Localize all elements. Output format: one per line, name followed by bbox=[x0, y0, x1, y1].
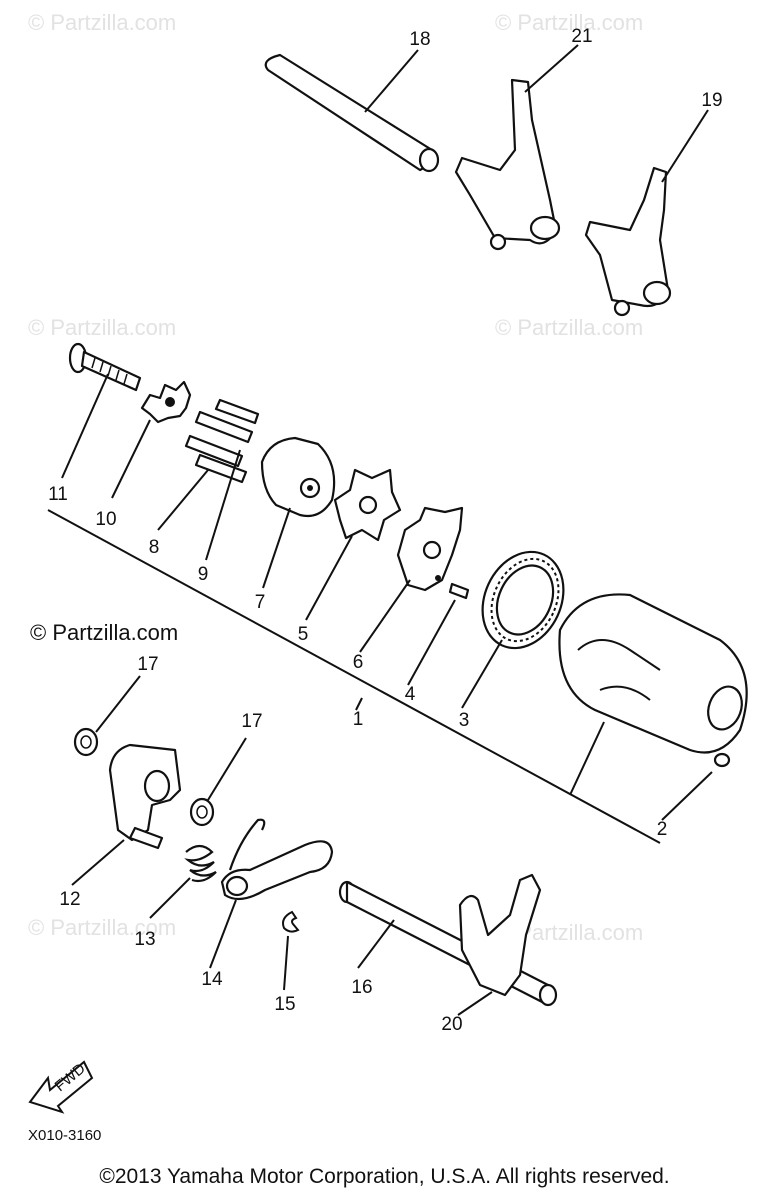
screw-11 bbox=[68, 342, 142, 392]
e-clip-15 bbox=[282, 910, 300, 933]
watermark-top-left: © Partzilla.com bbox=[28, 10, 176, 35]
circlip-17b bbox=[189, 797, 215, 827]
callout-17a: 17 bbox=[137, 654, 158, 675]
shift-drum-2 bbox=[558, 593, 748, 768]
star-plate-5 bbox=[333, 468, 402, 542]
leader-15 bbox=[283, 935, 289, 991]
shift-fork-21 bbox=[454, 78, 561, 251]
pins-8 bbox=[184, 410, 254, 484]
callout-11: 11 bbox=[48, 484, 68, 505]
leader-2a bbox=[569, 721, 605, 796]
leader-5 bbox=[305, 535, 353, 621]
leader-18 bbox=[364, 49, 419, 113]
leader-7 bbox=[262, 507, 291, 589]
leader-19 bbox=[661, 109, 709, 183]
callout-7: 7 bbox=[255, 592, 266, 613]
dowel-pin-4 bbox=[448, 582, 470, 600]
bearing-3 bbox=[481, 550, 565, 650]
watermark-low-left: © Partzilla.com bbox=[28, 915, 176, 940]
callout-17b: 17 bbox=[241, 711, 262, 732]
watermark-mid-right: © Partzilla.com bbox=[495, 315, 643, 340]
watermark-mid-left: © Partzilla.com bbox=[28, 315, 176, 340]
callout-12: 12 bbox=[59, 889, 80, 910]
leader-21 bbox=[524, 44, 579, 93]
group-bracket-line bbox=[47, 509, 661, 844]
shift-fork-20 bbox=[458, 873, 542, 997]
leader-17b bbox=[207, 737, 247, 801]
callout-15: 15 bbox=[274, 994, 295, 1015]
callout-5: 5 bbox=[298, 624, 309, 645]
leader-13 bbox=[149, 877, 191, 919]
circlip-17a bbox=[73, 727, 99, 757]
leader-9 bbox=[205, 449, 241, 561]
leader-16 bbox=[357, 919, 395, 969]
callout-18: 18 bbox=[409, 29, 430, 50]
guide-bar-18 bbox=[264, 53, 440, 173]
watermark-main: © Partzilla.com bbox=[30, 620, 178, 645]
callout-9: 9 bbox=[198, 564, 209, 585]
callout-10: 10 bbox=[95, 509, 116, 530]
spring-13 bbox=[184, 844, 217, 883]
callout-3: 3 bbox=[459, 710, 470, 731]
callout-2: 2 bbox=[657, 819, 668, 840]
leader-2b bbox=[661, 771, 713, 821]
callout-4: 4 bbox=[405, 684, 416, 705]
segment-6 bbox=[396, 506, 464, 592]
leader-12 bbox=[71, 839, 125, 886]
leader-17a bbox=[95, 675, 141, 733]
stopper-lever-12 bbox=[108, 743, 182, 850]
callout-1: 1 bbox=[353, 709, 364, 730]
leader-3 bbox=[461, 639, 503, 709]
callout-14: 14 bbox=[201, 969, 223, 990]
watermark-top-right: © Partzilla.com bbox=[495, 10, 643, 35]
callout-8: 8 bbox=[149, 537, 160, 558]
cam-7 bbox=[260, 436, 336, 518]
leader-10 bbox=[111, 419, 151, 499]
leader-11 bbox=[61, 373, 109, 479]
copyright-notice: ©2013 Yamaha Motor Corporation, U.S.A. A… bbox=[99, 1165, 670, 1188]
segment-plate-10 bbox=[140, 380, 192, 424]
shift-fork-19 bbox=[584, 166, 672, 317]
leader-14 bbox=[209, 899, 237, 969]
diagram-code: X010-3160 bbox=[28, 1127, 101, 1144]
callout-16: 16 bbox=[351, 977, 372, 998]
callout-19: 19 bbox=[701, 90, 722, 111]
leader-1 bbox=[355, 697, 363, 711]
pins-9 bbox=[214, 398, 260, 425]
callout-20: 20 bbox=[441, 1014, 462, 1035]
leader-6 bbox=[359, 579, 411, 653]
callout-13: 13 bbox=[134, 929, 155, 950]
callout-6: 6 bbox=[353, 652, 364, 673]
callout-21: 21 bbox=[571, 26, 592, 47]
shift-lever-14 bbox=[220, 818, 334, 901]
fwd-arrow-icon: FWD bbox=[28, 1060, 94, 1114]
leader-8 bbox=[157, 469, 209, 531]
leader-20 bbox=[457, 991, 493, 1016]
leader-4 bbox=[407, 599, 456, 686]
